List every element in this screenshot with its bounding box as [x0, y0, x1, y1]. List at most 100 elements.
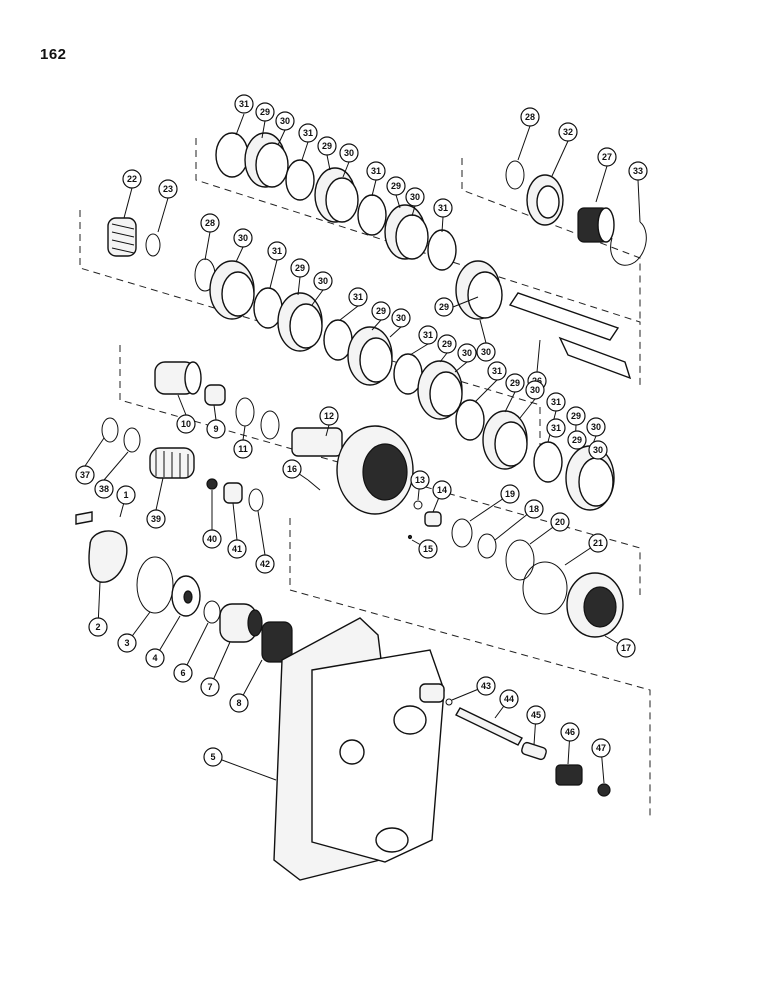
svg-text:38: 38 — [99, 484, 109, 494]
callout-1: 29 — [255, 102, 275, 122]
svg-text:3: 3 — [124, 638, 129, 648]
svg-text:37: 37 — [80, 470, 90, 480]
page-number: 162 — [40, 46, 67, 63]
callout-44: 38 — [94, 479, 114, 499]
svg-text:30: 30 — [591, 422, 601, 432]
svg-text:30: 30 — [238, 233, 248, 243]
svg-text:31: 31 — [272, 246, 282, 256]
callout-22: 29 — [371, 301, 391, 321]
svg-text:13: 13 — [415, 475, 425, 485]
svg-text:21: 21 — [593, 538, 603, 548]
upper-clutch-pack — [215, 132, 503, 320]
callout-13: 33 — [628, 161, 648, 181]
callout-66: 44 — [499, 689, 519, 709]
callout-20: 30 — [313, 271, 333, 291]
callout-bubbles: 31 29 30 31 29 30 31 29 30 31 28 32 27 3… — [75, 94, 648, 767]
svg-text:1: 1 — [123, 490, 128, 500]
svg-text:46: 46 — [565, 727, 575, 737]
callout-55: 15 — [418, 539, 438, 559]
callout-6: 31 — [366, 161, 386, 181]
svg-text:12: 12 — [324, 411, 334, 421]
svg-text:27: 27 — [602, 152, 612, 162]
left-small-parts — [75, 417, 264, 583]
callout-42: 30 — [588, 440, 608, 460]
callout-61: 6 — [173, 663, 193, 683]
svg-text:29: 29 — [439, 302, 449, 312]
svg-text:30: 30 — [410, 192, 420, 202]
callout-64: 17 — [616, 638, 636, 658]
callout-3: 31 — [298, 123, 318, 143]
callout-41: 29 — [567, 430, 587, 450]
callout-51: 13 — [410, 470, 430, 490]
middle-clutch-pack — [194, 258, 463, 420]
svg-text:28: 28 — [525, 112, 535, 122]
svg-text:11: 11 — [238, 444, 248, 454]
svg-text:30: 30 — [396, 313, 406, 323]
callout-36: 30 — [525, 380, 545, 400]
callout-21: 31 — [348, 287, 368, 307]
svg-text:29: 29 — [295, 263, 305, 273]
callout-54: 18 — [524, 499, 544, 519]
callout-48: 41 — [227, 539, 247, 559]
svg-text:29: 29 — [572, 435, 582, 445]
svg-text:16: 16 — [287, 464, 297, 474]
svg-text:14: 14 — [437, 485, 447, 495]
callout-39: 30 — [586, 417, 606, 437]
callout-9: 31 — [433, 198, 453, 218]
callout-58: 2 — [88, 617, 108, 637]
callout-30: 10 — [176, 414, 196, 434]
svg-text:31: 31 — [551, 423, 561, 433]
callout-34: 31 — [487, 361, 507, 381]
callout-23: 30 — [391, 308, 411, 328]
shaft-and-fitting-parts — [445, 698, 611, 797]
svg-text:23: 23 — [163, 184, 173, 194]
svg-text:42: 42 — [260, 559, 270, 569]
svg-text:29: 29 — [510, 378, 520, 388]
callout-67: 45 — [526, 705, 546, 725]
svg-text:40: 40 — [207, 534, 217, 544]
svg-text:17: 17 — [621, 643, 631, 653]
callout-7: 29 — [386, 176, 406, 196]
callout-25: 29 — [437, 334, 457, 354]
callout-53: 19 — [500, 484, 520, 504]
svg-text:4: 4 — [152, 653, 157, 663]
svg-text:7: 7 — [207, 682, 212, 692]
callout-18: 31 — [267, 241, 287, 261]
svg-text:31: 31 — [492, 366, 502, 376]
callout-31: 9 — [206, 419, 226, 439]
svg-text:5: 5 — [210, 752, 215, 762]
callout-35: 29 — [505, 373, 525, 393]
svg-text:43: 43 — [481, 681, 491, 691]
svg-text:29: 29 — [571, 411, 581, 421]
callout-45: 1 — [116, 485, 136, 505]
svg-text:31: 31 — [371, 166, 381, 176]
callout-28: 30 — [476, 342, 496, 362]
callout-52: 14 — [432, 480, 452, 500]
svg-text:29: 29 — [442, 339, 452, 349]
callout-4: 29 — [317, 136, 337, 156]
svg-text:8: 8 — [236, 698, 241, 708]
svg-text:6: 6 — [180, 668, 185, 678]
svg-text:30: 30 — [530, 385, 540, 395]
callout-70: 5 — [203, 747, 223, 767]
svg-text:44: 44 — [504, 694, 514, 704]
svg-text:9: 9 — [213, 424, 218, 434]
svg-text:30: 30 — [280, 116, 290, 126]
svg-text:31: 31 — [551, 397, 561, 407]
callout-62: 7 — [200, 677, 220, 697]
callout-33: 12 — [319, 406, 339, 426]
svg-text:15: 15 — [423, 544, 433, 554]
callout-11: 32 — [558, 122, 578, 142]
hub-group — [154, 361, 414, 515]
callout-65: 43 — [476, 676, 496, 696]
callout-24: 31 — [418, 325, 438, 345]
callout-2: 30 — [275, 111, 295, 131]
callout-37: 31 — [546, 392, 566, 412]
output-gear-group — [505, 160, 647, 380]
callout-60: 4 — [145, 648, 165, 668]
callout-12: 27 — [597, 147, 617, 167]
svg-text:29: 29 — [391, 181, 401, 191]
callout-14: 22 — [122, 169, 142, 189]
callout-43: 37 — [75, 465, 95, 485]
callout-40: 31 — [546, 418, 566, 438]
